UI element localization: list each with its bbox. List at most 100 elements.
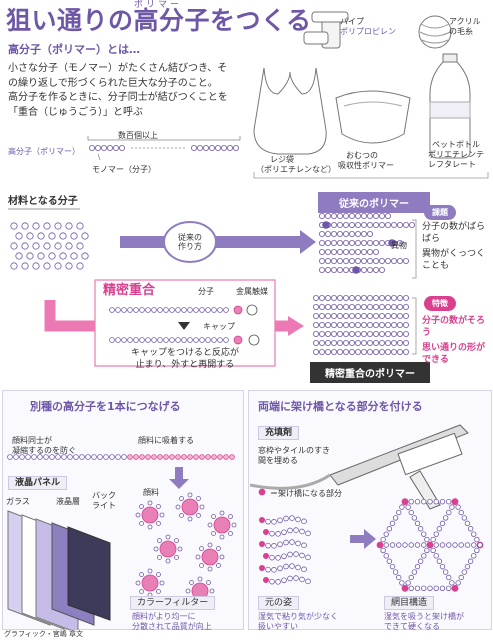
chain-bead <box>390 348 397 355</box>
chain-bead <box>384 339 391 346</box>
chain-bead <box>187 307 193 313</box>
filler-desc-line: 間を埋める <box>258 456 298 465</box>
network-bead <box>474 547 480 554</box>
chain-bead <box>396 295 403 302</box>
molecule-bead <box>37 252 45 260</box>
chain-bead <box>211 454 217 460</box>
chain-bead <box>336 249 343 256</box>
chain-bead <box>360 240 367 247</box>
attached-bead <box>199 563 204 568</box>
network-bead <box>446 585 452 592</box>
molecule-bead <box>21 222 29 230</box>
chain-bead <box>354 339 361 346</box>
product-sub: 吸収性ポリマー <box>338 161 394 170</box>
chain-bead <box>348 304 355 311</box>
chain-bead <box>127 337 133 343</box>
network-bead <box>414 563 421 570</box>
monomer-bead <box>196 144 203 151</box>
chain-bead <box>181 307 187 313</box>
attached-bead <box>219 534 225 540</box>
chain-bead <box>390 258 397 265</box>
chain-bead <box>348 222 355 229</box>
chain-bead <box>265 542 271 549</box>
chain-bead <box>336 231 343 238</box>
issues-list: 分子の数がばらばら 異物がくっつくことも <box>422 222 490 273</box>
chain-bead <box>271 567 277 573</box>
molecule-bead <box>10 222 18 230</box>
attached-bead <box>147 568 153 574</box>
catalyst-cap <box>233 335 243 345</box>
chain-bead <box>348 312 355 319</box>
ellipsis-dot <box>147 147 149 149</box>
chain-bead <box>139 337 145 343</box>
molecule-bead <box>70 232 78 240</box>
network-desc-line: 湿気を吸うと架け橋が <box>384 612 464 621</box>
diaper-icon <box>335 90 411 144</box>
liquid-crystal-label: 液晶層 <box>56 497 80 506</box>
chain-bead <box>211 337 217 343</box>
impurity-label: 異物 <box>391 241 407 250</box>
chain-bead <box>145 337 151 343</box>
chain-bead <box>318 312 325 319</box>
impurity-bead <box>352 266 360 274</box>
chain-bead <box>342 213 349 220</box>
issue-item: 分子の数がばらばら <box>422 222 486 244</box>
chain-bead <box>342 240 349 247</box>
chain-bead <box>384 321 391 328</box>
cap-caption-line: 止まり、外すと再開する <box>135 359 235 370</box>
chain-bead <box>330 213 337 220</box>
chain-bead <box>271 519 277 525</box>
ellipsis-dot <box>163 147 165 149</box>
network-bead <box>446 509 452 516</box>
network-bead <box>427 585 433 592</box>
chain-bead <box>269 554 275 561</box>
chain-bead <box>366 330 373 337</box>
network-bead <box>442 569 449 575</box>
chain-bead <box>324 330 331 337</box>
network-bead <box>455 504 461 510</box>
attached-bead <box>187 492 193 498</box>
monomer-bead <box>220 144 227 151</box>
chain-bead <box>205 454 211 460</box>
chain-bead <box>390 312 397 319</box>
attached-bead <box>177 546 183 552</box>
bridge-bead <box>401 498 409 506</box>
chain-bead <box>372 339 379 346</box>
glass-label: ガラス <box>6 497 30 506</box>
filler-desc-line: 窓枠やタイルのすき <box>258 446 330 455</box>
chain-bead <box>193 454 199 460</box>
chain-bead <box>402 295 409 302</box>
ellipsis-dot <box>139 147 141 149</box>
network-bead <box>408 509 414 516</box>
attached-bead <box>207 566 213 572</box>
product-sub: ポリプロピレン <box>340 27 396 36</box>
chain-bead <box>43 454 49 460</box>
attached-bead <box>156 589 161 594</box>
chain-bead <box>354 222 361 229</box>
pigment-label: 顔料 <box>143 488 159 497</box>
catalyst-label: 金属触媒 <box>236 287 268 296</box>
chain-bead <box>402 222 409 229</box>
molecule-bead <box>32 262 40 270</box>
molecule-bead <box>43 262 51 270</box>
network-bead <box>405 504 411 510</box>
chain-bead <box>324 240 331 247</box>
chain-bead <box>330 339 337 346</box>
filler-label: 充填剤 <box>258 426 300 441</box>
chain-bead <box>342 258 349 265</box>
ellipsis-dot <box>179 147 181 149</box>
network-bead <box>436 558 443 564</box>
monomer-bead <box>101 144 108 151</box>
molecule-bead <box>10 262 18 270</box>
network-bead <box>433 498 439 505</box>
chain-bead <box>324 213 331 220</box>
attached-bead <box>228 531 233 536</box>
chain-bead <box>301 518 307 525</box>
ellipsis-dot <box>155 147 157 149</box>
network-bead <box>389 563 396 570</box>
chain-bead <box>199 337 205 343</box>
product-label: ペットボトル <box>432 140 480 149</box>
cap-label: キャップ <box>203 322 235 331</box>
chain-bead <box>360 330 367 337</box>
bridge-bead <box>258 541 265 548</box>
